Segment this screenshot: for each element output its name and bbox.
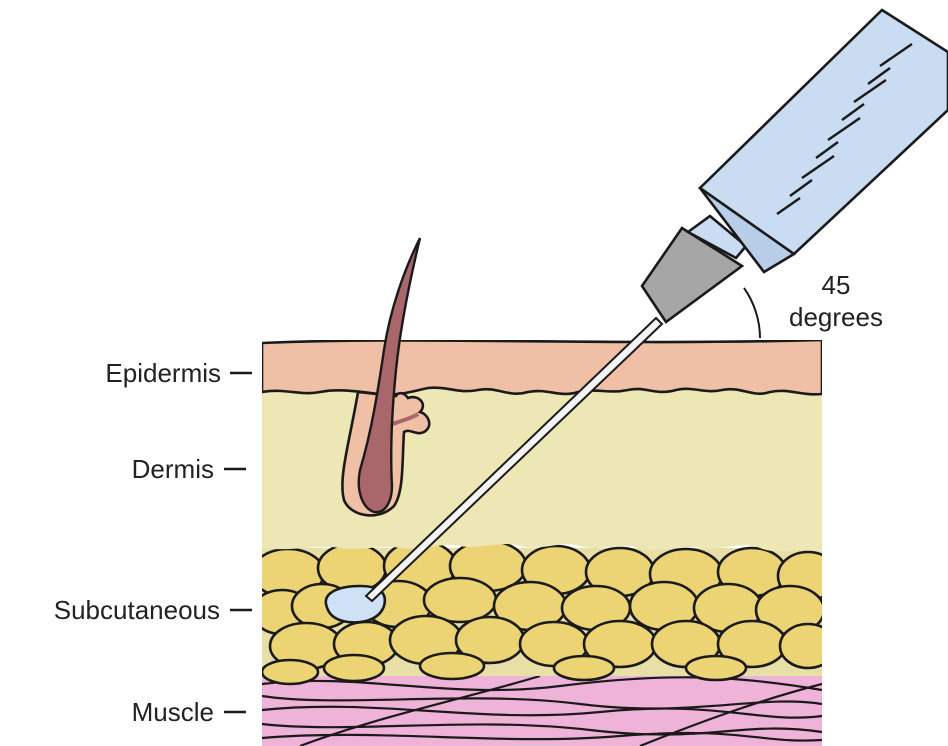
muscle-layer bbox=[262, 672, 822, 746]
angle-unit-label: degrees bbox=[789, 302, 883, 332]
muscle-label: Muscle bbox=[132, 697, 214, 727]
epidermis-layer bbox=[262, 340, 822, 395]
tissue-block bbox=[252, 340, 838, 746]
layer-labels: Epidermis Dermis Subcutaneous Muscle bbox=[54, 358, 252, 727]
subcutaneous-label: Subcutaneous bbox=[54, 595, 220, 625]
angle-arc bbox=[744, 288, 760, 338]
fat-cell bbox=[554, 656, 614, 680]
fat-cell bbox=[780, 624, 836, 668]
fat-cell bbox=[324, 655, 384, 681]
fat-cell bbox=[420, 653, 484, 679]
angle-value-label: 45 bbox=[822, 270, 851, 300]
epidermis-label: Epidermis bbox=[105, 358, 221, 388]
dermis-label: Dermis bbox=[132, 454, 214, 484]
fat-cell bbox=[686, 656, 746, 680]
fat-cell bbox=[262, 660, 318, 684]
